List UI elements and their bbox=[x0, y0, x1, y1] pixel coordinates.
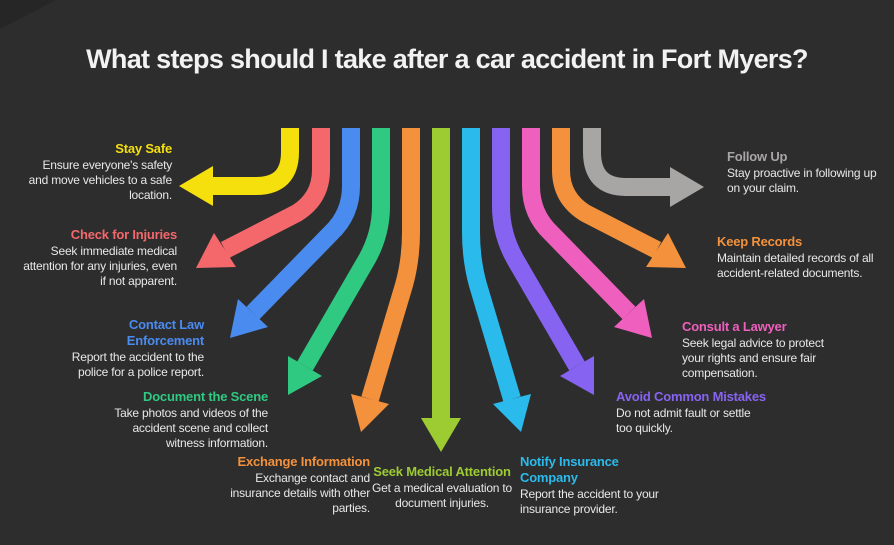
arrow-shaft-document-the-scene bbox=[297, 128, 390, 371]
arrow-shaft-follow-up bbox=[583, 128, 670, 196]
arrowhead-avoid-common-mistakes bbox=[560, 356, 594, 395]
arrow-shaft-notify-insurance-company bbox=[462, 128, 521, 402]
corner-fold-decoration bbox=[0, 0, 56, 29]
arrowhead-keep-records bbox=[646, 233, 686, 268]
step-title-seek-medical-attention: Seek Medical Attention bbox=[373, 464, 511, 479]
step-description-exchange-information: Exchange contact and insurance details w… bbox=[230, 471, 370, 515]
arrow-shaft-avoid-common-mistakes bbox=[492, 128, 585, 371]
step-title-document-the-scene: Document the Scene bbox=[143, 389, 268, 404]
arrow-shaft-stay-safe bbox=[213, 128, 299, 195]
arrowhead-notify-insurance-company bbox=[493, 394, 531, 432]
arrow-shaft-contact-law-enforcement bbox=[246, 128, 360, 320]
arrowhead-stay-safe bbox=[179, 166, 213, 206]
step-title-follow-up: Follow Up bbox=[727, 149, 788, 164]
step-title-avoid-common-mistakes: Avoid Common Mistakes bbox=[616, 389, 766, 404]
step-title-check-for-injuries: Check for Injuries bbox=[70, 227, 177, 242]
step-avoid-common-mistakes: Avoid Common Mistakes Do not admit fault… bbox=[616, 389, 768, 436]
step-description-stay-safe: Ensure everyone's safety and move vehicl… bbox=[28, 158, 173, 202]
arrowhead-exchange-information bbox=[351, 394, 389, 432]
step-description-consult-a-lawyer: Seek legal advice to protect your rights… bbox=[682, 336, 824, 380]
step-stay-safe: Stay Safe Ensure everyone's safety and m… bbox=[22, 141, 173, 203]
arrow-shaft-exchange-information bbox=[361, 128, 420, 402]
arrowhead-check-for-injuries bbox=[196, 233, 236, 268]
step-description-notify-insurance-company: Report the accident to your insurance pr… bbox=[520, 487, 659, 517]
step-title-consult-a-lawyer: Consult a Lawyer bbox=[682, 319, 787, 334]
step-title-keep-records: Keep Records bbox=[717, 234, 803, 249]
step-description-check-for-injuries: Seek immediate medical attention for any… bbox=[23, 244, 177, 288]
step-seek-medical-attention: Seek Medical Attention Get a medical eva… bbox=[358, 464, 526, 511]
step-consult-a-lawyer: Consult a Lawyer Seek legal advice to pr… bbox=[682, 319, 844, 381]
step-description-contact-law-enforcement: Report the accident to the police for a … bbox=[71, 350, 204, 380]
step-follow-up: Follow Up Stay proactive in following up… bbox=[727, 149, 879, 196]
step-keep-records: Keep Records Maintain detailed records o… bbox=[717, 234, 879, 281]
step-description-keep-records: Maintain detailed records of all acciden… bbox=[717, 251, 874, 280]
step-contact-law-enforcement: Contact Law Enforcement Report the accid… bbox=[62, 317, 204, 380]
step-check-for-injuries: Check for Injuries Seek immediate medica… bbox=[22, 227, 177, 289]
step-title-stay-safe: Stay Safe bbox=[115, 141, 172, 156]
step-document-the-scene: Document the Scene Take photos and video… bbox=[113, 389, 268, 451]
arrowhead-contact-law-enforcement bbox=[230, 299, 268, 338]
arrow-shaft-keep-records bbox=[552, 128, 662, 259]
arrow-shaft-check-for-injuries bbox=[220, 128, 330, 259]
arrowhead-document-the-scene bbox=[288, 356, 322, 395]
step-exchange-information: Exchange Information Exchange contact an… bbox=[220, 454, 370, 516]
step-description-document-the-scene: Take photos and videos of the accident s… bbox=[114, 406, 268, 450]
step-description-follow-up: Stay proactive in following up on your c… bbox=[727, 166, 877, 195]
step-description-seek-medical-attention: Get a medical evaluation to document inj… bbox=[371, 481, 513, 510]
arrowhead-seek-medical-attention bbox=[421, 418, 461, 452]
step-notify-insurance-company: Notify Insurance Company Report the acci… bbox=[520, 454, 660, 517]
step-description-avoid-common-mistakes: Do not admit fault or settle too quickly… bbox=[616, 406, 751, 435]
arrow-shaft-consult-a-lawyer bbox=[522, 128, 636, 320]
step-title-contact-law-enforcement: Contact Law Enforcement bbox=[126, 317, 204, 349]
step-title-notify-insurance-company: Notify Insurance Company bbox=[520, 454, 619, 486]
page-title: What steps should I take after a car acc… bbox=[86, 44, 808, 74]
arrowhead-consult-a-lawyer bbox=[614, 299, 652, 338]
step-title-exchange-information: Exchange Information bbox=[237, 454, 370, 469]
arrowhead-follow-up bbox=[670, 167, 704, 207]
